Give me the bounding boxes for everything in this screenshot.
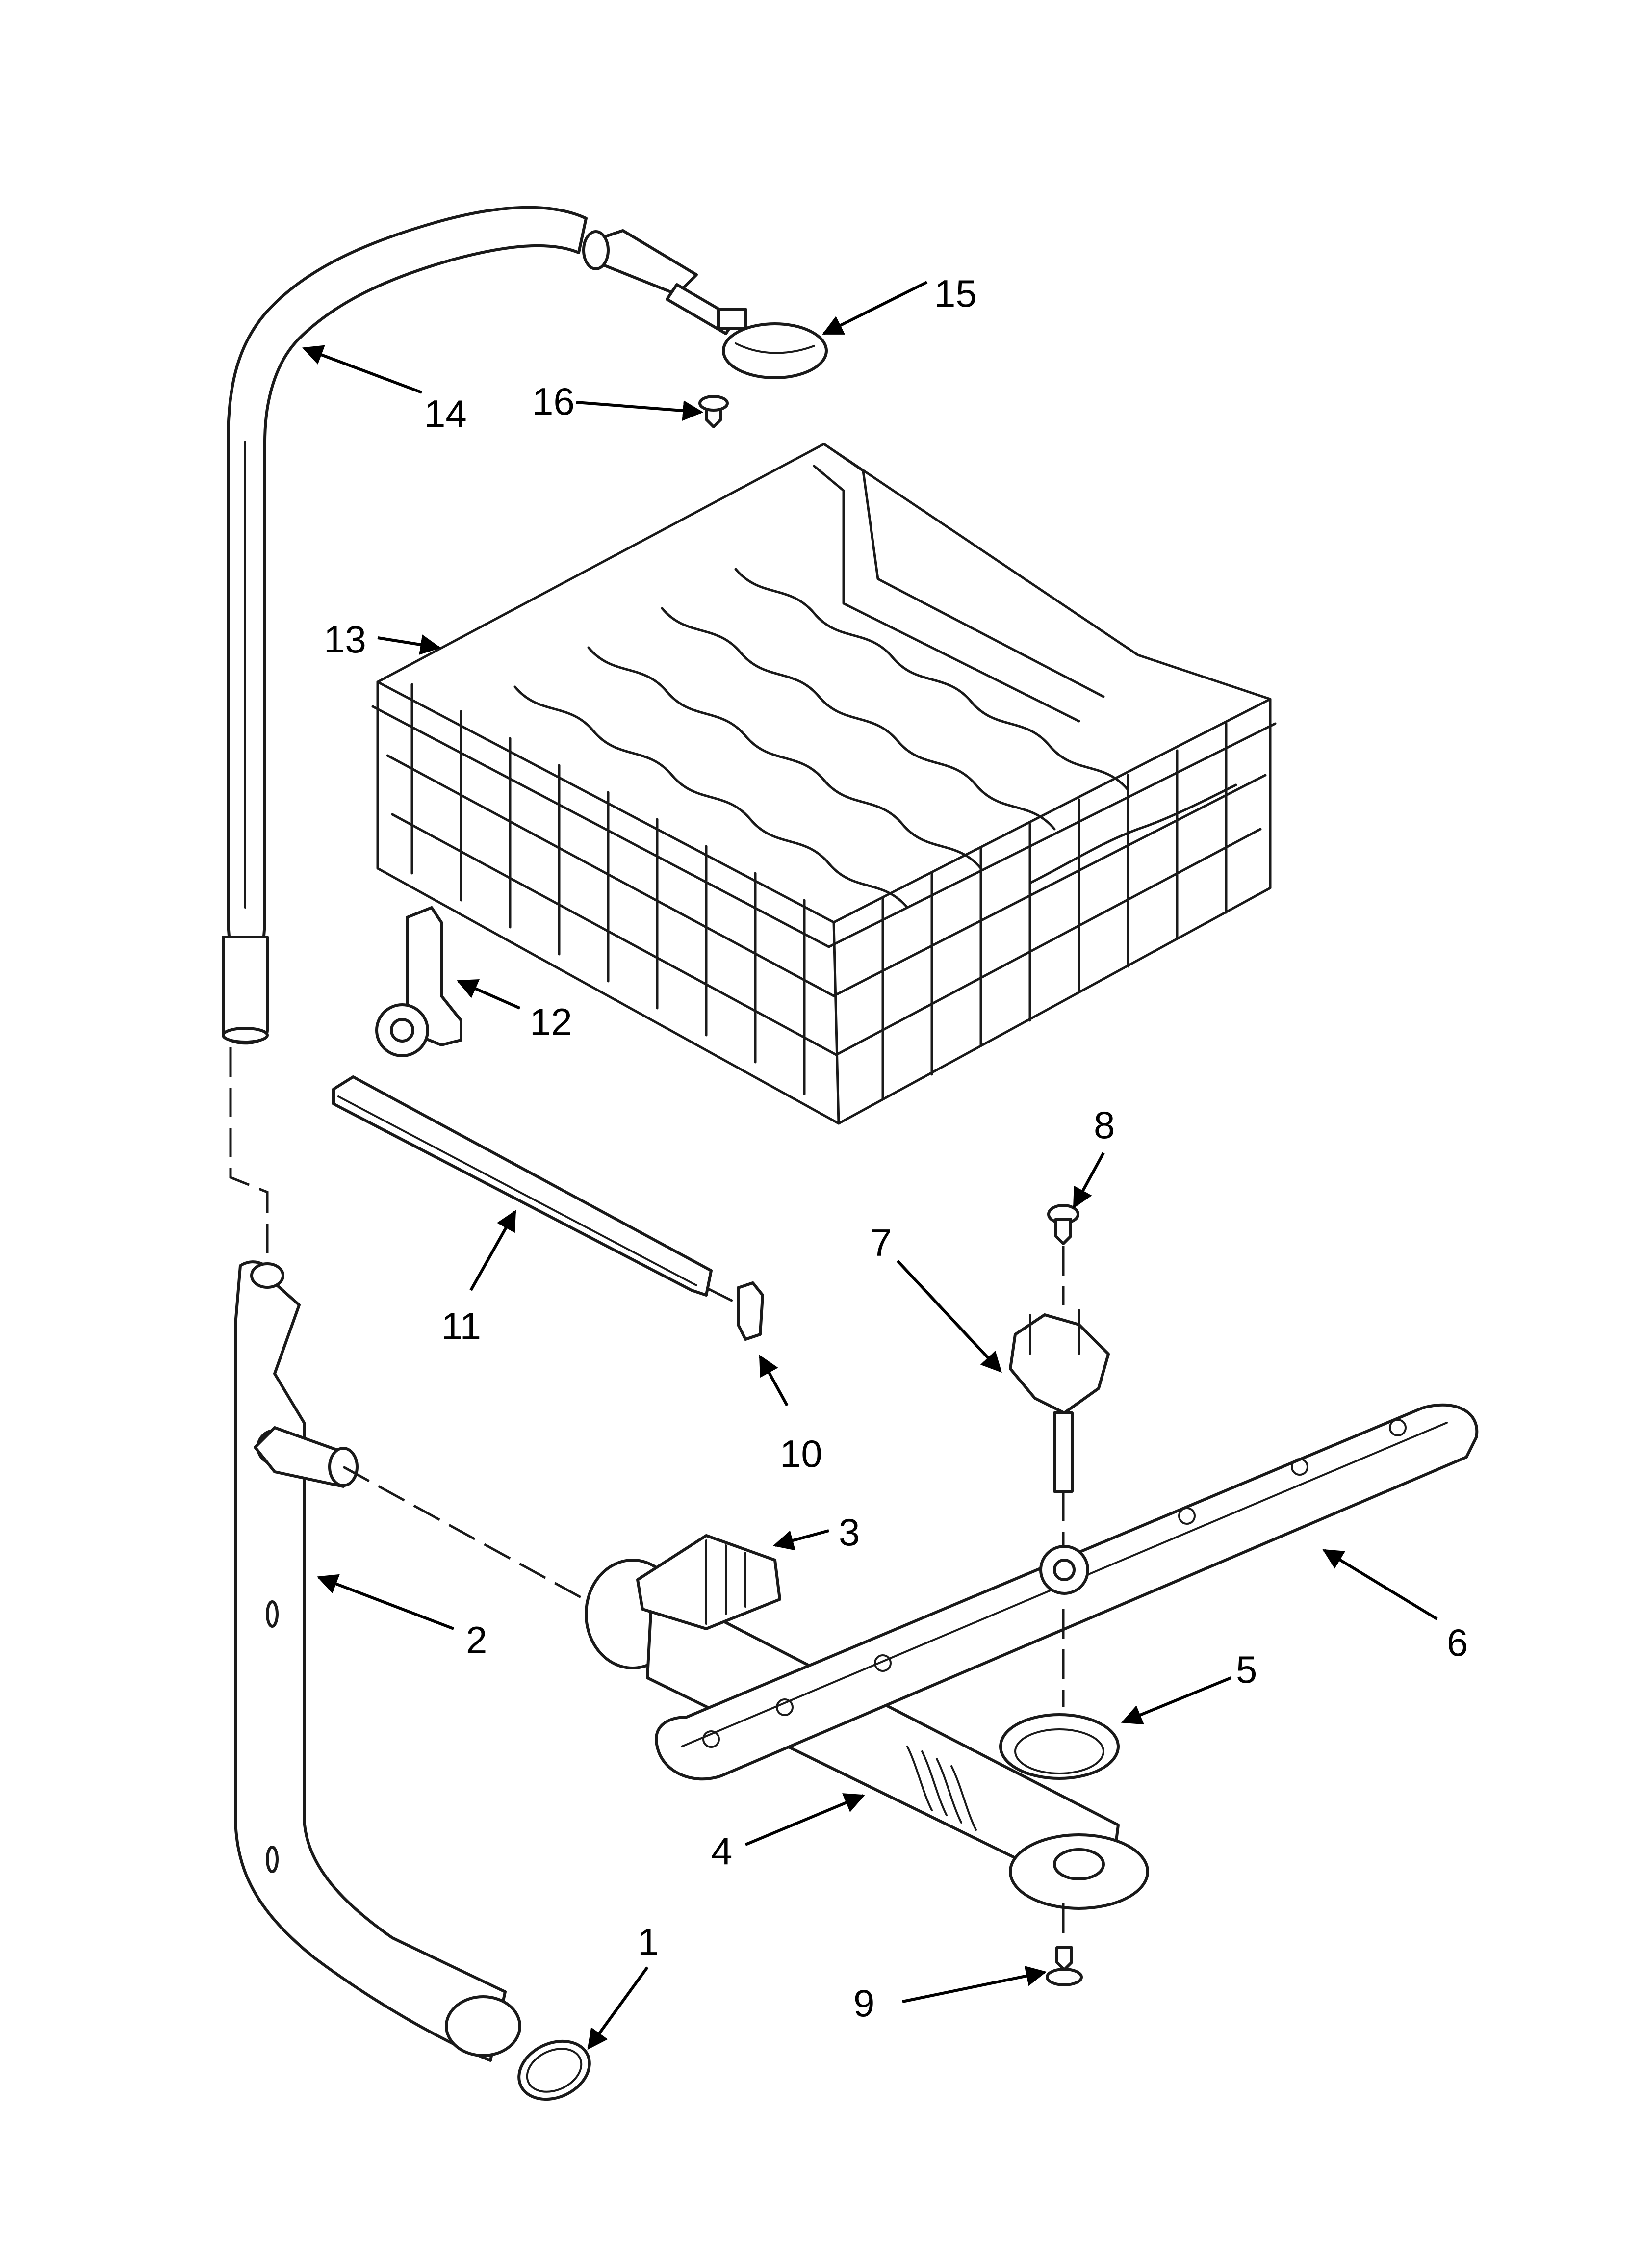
callout-10: 10 xyxy=(780,1432,822,1475)
leader-arrow-14 xyxy=(302,345,423,394)
leader-arrow-1 xyxy=(587,1966,649,2050)
callout-3: 3 xyxy=(839,1511,860,1554)
leader-arrow-13 xyxy=(377,634,441,655)
callout-8: 8 xyxy=(1094,1103,1115,1147)
manifold-clip-part-3 xyxy=(636,1534,781,1630)
leader-arrow-4 xyxy=(744,1793,865,1846)
leader-arrow-11 xyxy=(469,1210,516,1291)
leader-arrow-8 xyxy=(1073,1152,1105,1209)
leader-arrow-9 xyxy=(902,1966,1047,2003)
rack-rail-part-11 xyxy=(332,1075,746,1309)
callout-4: 4 xyxy=(711,1829,732,1873)
arm-mount-part-7 xyxy=(1009,1246,1110,1545)
callout-6: 6 xyxy=(1447,1621,1468,1664)
leader-arrow-16 xyxy=(576,400,704,421)
leader-arrow-12 xyxy=(457,979,521,1010)
feed-tube-part-2 xyxy=(229,1047,594,2062)
callout-14: 14 xyxy=(424,392,467,435)
callout-9: 9 xyxy=(853,1981,874,2025)
callout-11: 11 xyxy=(441,1304,481,1348)
leader-arrow-2 xyxy=(317,1574,455,1630)
wash-arm-part-6 xyxy=(655,1403,1479,1781)
nozzle-part-15 xyxy=(582,229,828,379)
leader-arrow-15 xyxy=(822,281,928,335)
supply-tube-part-14 xyxy=(222,206,588,1045)
leader-arrow-5 xyxy=(1121,1676,1232,1725)
o-ring-part-1 xyxy=(517,2039,591,2101)
callout-12: 12 xyxy=(530,1000,572,1043)
callout-labels: 1 2 3 4 5 6 7 8 9 10 11 12 13 14 15 16 xyxy=(324,272,1468,2025)
leader-arrow-6 xyxy=(1322,1549,1438,1620)
rail-end-cap-part-10 xyxy=(737,1281,764,1341)
screw-part-16 xyxy=(698,395,729,428)
leader-arrow-7 xyxy=(896,1259,1002,1373)
leader-arrow-10 xyxy=(759,1355,789,1407)
callout-13: 13 xyxy=(324,618,366,661)
leader-arrows xyxy=(302,281,1438,2050)
callout-15: 15 xyxy=(934,272,977,315)
callout-16: 16 xyxy=(532,380,575,423)
dishrack-part-13 xyxy=(371,443,1277,1125)
callout-7: 7 xyxy=(871,1221,892,1264)
callout-1: 1 xyxy=(638,1920,659,1963)
callout-2: 2 xyxy=(466,1618,487,1662)
screw-part-8 xyxy=(1047,1204,1079,1245)
bearing-ring-part-5 xyxy=(999,1713,1120,1780)
rack-adjuster-part-12 xyxy=(375,906,462,1057)
callout-5: 5 xyxy=(1236,1648,1257,1691)
screw-part-9 xyxy=(1046,1609,1083,1986)
leader-arrow-3 xyxy=(772,1529,829,1551)
